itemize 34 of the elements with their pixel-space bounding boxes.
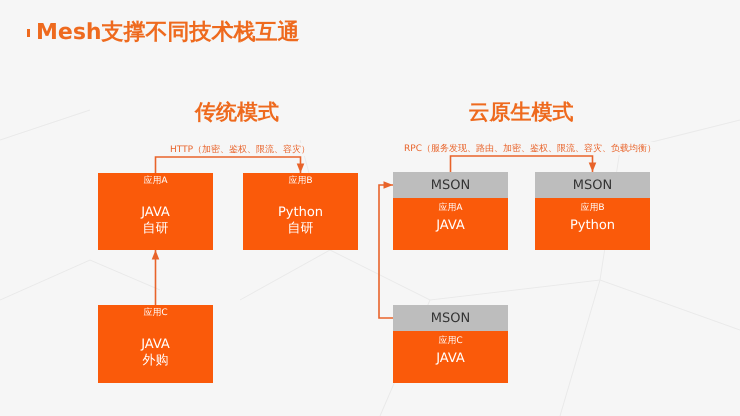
application-box	[393, 198, 508, 250]
sidecar-box	[535, 172, 650, 198]
arrow	[152, 250, 160, 305]
app-name: 应用C	[438, 335, 463, 347]
box-label: Python	[570, 218, 616, 234]
sidecar-box	[393, 305, 508, 331]
box-label: JAVA	[436, 218, 465, 234]
box-label: JAVA	[141, 337, 170, 353]
slide-title: Mesh支撑不同技术栈互通	[36, 19, 300, 47]
box-label: JAVA	[436, 351, 465, 367]
application-box	[393, 331, 508, 383]
application-box	[98, 305, 213, 383]
box-label: 自研	[288, 221, 314, 237]
app-name: 应用C	[143, 307, 168, 319]
arrow	[154, 156, 304, 173]
box-label: MSON	[572, 178, 612, 192]
section-heading: 云原生模式	[468, 99, 574, 126]
arrow	[378, 181, 393, 319]
application-box	[535, 198, 650, 250]
arrow	[450, 155, 596, 172]
box-label: MSON	[430, 310, 470, 326]
app-name: 应用A	[438, 202, 463, 214]
box-label: 自研	[142, 221, 168, 237]
app-name: 应用A	[143, 175, 168, 187]
section-heading: 传统模式	[195, 99, 279, 126]
box-label: 外购	[142, 353, 168, 369]
application-box	[243, 173, 358, 250]
sidecar-box	[393, 172, 508, 198]
application-box	[98, 173, 213, 250]
app-name: 应用B	[288, 175, 313, 187]
box-label: MSON	[430, 178, 470, 192]
box-label: JAVA	[141, 205, 170, 221]
box-label: Python	[278, 205, 324, 221]
app-name: 应用B	[580, 202, 605, 214]
